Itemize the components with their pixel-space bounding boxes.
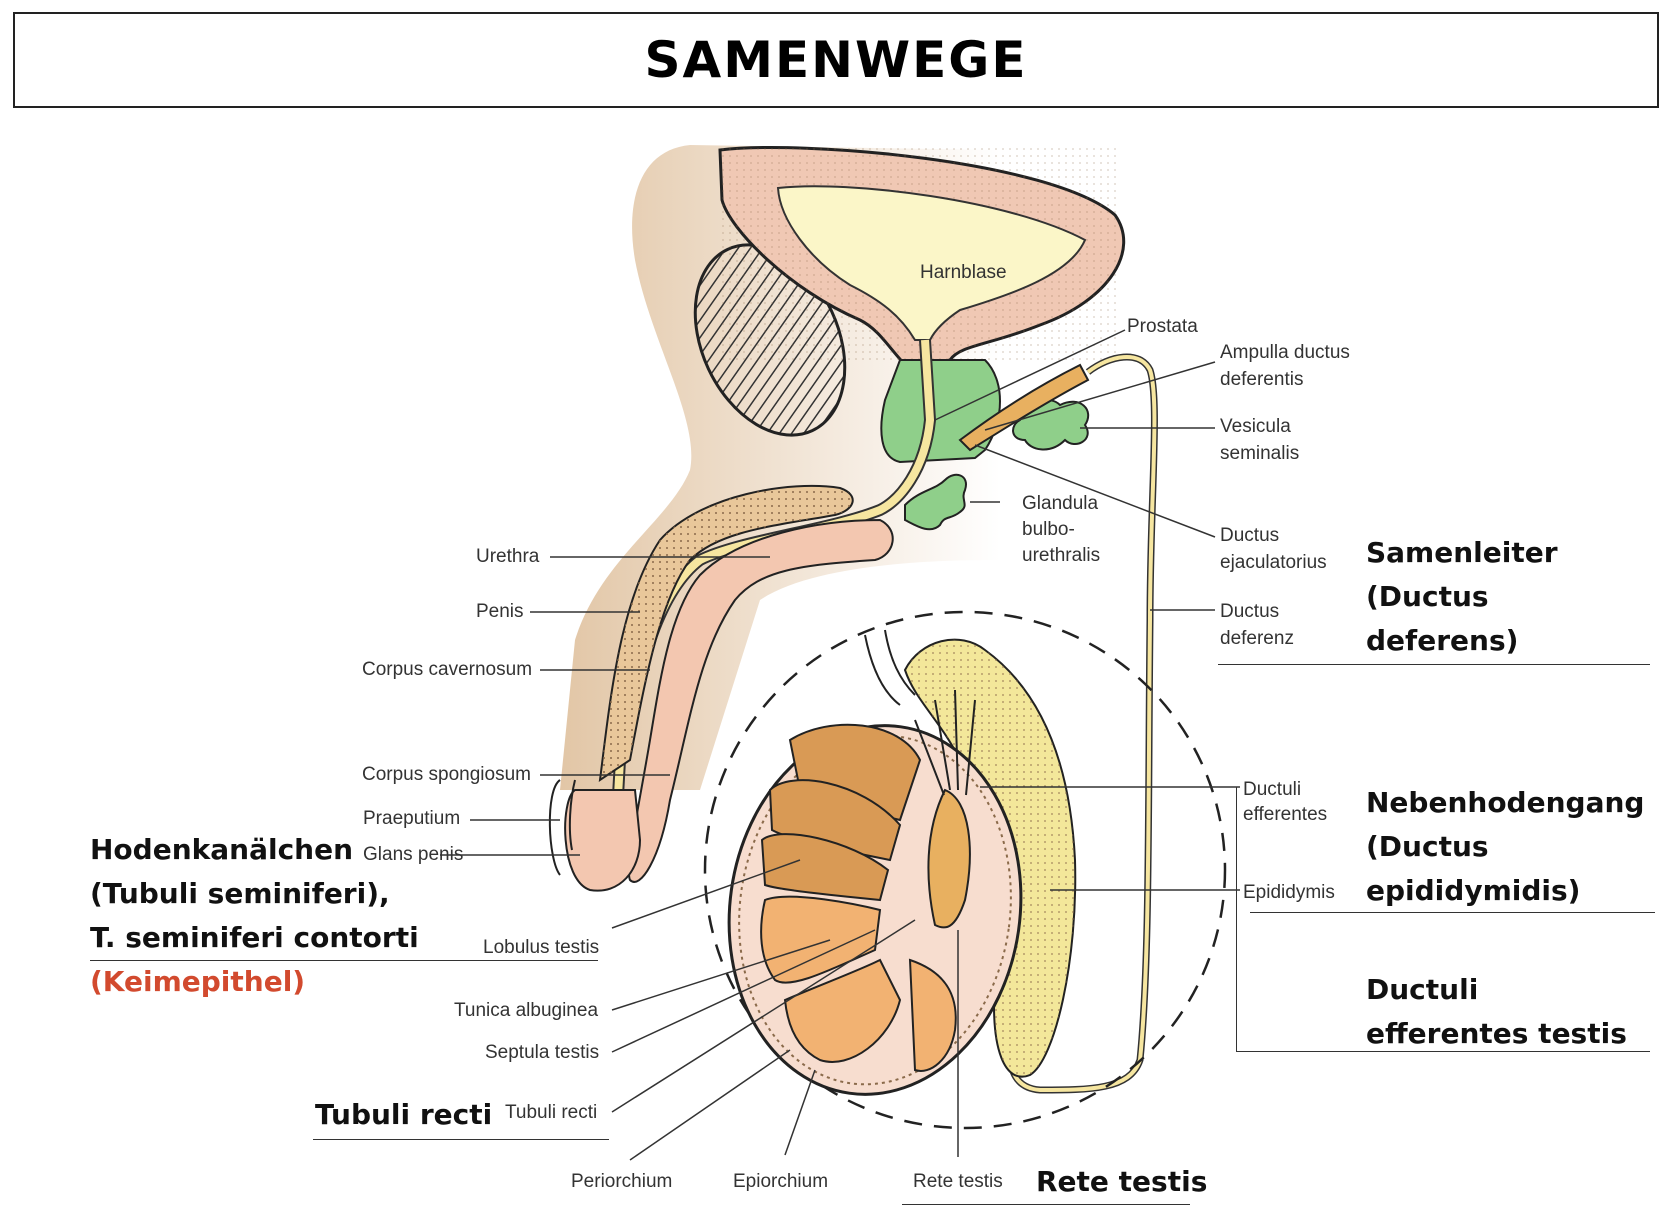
rete-testis-shape [927,788,971,929]
label-ductuli-2: efferentes [1243,804,1327,825]
annotation-nebenhodengang: Nebenhodengang (Ductus epididymidis) [1366,781,1644,913]
annotation-nebenhodengang-line-2: (Ductus [1366,830,1489,863]
label-glandula-3: urethralis [1022,545,1100,566]
label-tunica-albuginea: Tunica albuginea [454,1000,598,1021]
annotation-samenleiter: Samenleiter (Ductus deferens) [1366,531,1558,663]
label-ejac-2: ejaculatorius [1220,552,1327,573]
underline-samenleiter [1218,664,1650,665]
bladder-lumen [776,185,1087,341]
label-glans-penis: Glans penis [363,844,463,865]
label-ampulla-2: deferentis [1220,369,1303,390]
page-title: SAMENWEGE [644,31,1028,89]
annotation-samenleiter-line-2: (Ductus [1366,580,1489,613]
label-tubuli-recti: Tubuli recti [505,1102,597,1123]
label-deferenz-2: deferenz [1220,628,1294,649]
glans-penis [564,789,642,892]
label-glandula-2: bulbo- [1022,519,1075,540]
label-epiorchium: Epiorchium [733,1171,828,1192]
bracket-ductuli-vertical [1236,787,1237,1051]
underline-rete-testis [902,1204,1190,1205]
label-epididymis: Epididymis [1243,882,1335,903]
label-vesicula-1: Vesicula [1220,416,1291,437]
label-urethra: Urethra [476,546,540,567]
label-ductuli-1: Ductuli [1243,779,1301,800]
annotation-samenleiter-line-1: Samenleiter [1366,536,1558,569]
annotation-hodenkanaelchen-line-3: T. seminiferi contorti [90,921,419,954]
label-septula-testis: Septula testis [485,1042,599,1063]
annotation-hodenkanaelchen: Hodenkanälchen (Tubuli seminiferi), T. s… [90,828,419,1004]
label-lobulus-testis: Lobulus testis [483,937,599,958]
lobulus-mid-2 [760,833,890,902]
annotation-ductuli-efferentes: Ductuli efferentes testis [1366,968,1627,1056]
label-periorchium: Periorchium [571,1171,672,1192]
annotation-rete-testis: Rete testis [1036,1165,1208,1198]
spermatic-cord [864,629,916,706]
lobulus-lower-1 [760,895,882,984]
lobulus-lower-2 [783,958,902,1063]
label-ampulla-1: Ampulla ductus [1220,342,1350,363]
label-glandula-1: Glandula [1022,493,1098,514]
annotation-hodenkanaelchen-line-1: Hodenkanälchen [90,833,354,866]
prostate [880,359,1001,464]
label-praeputium: Praeputium [363,808,460,829]
lobulus-lower-3 [908,958,957,1072]
tunica-albuginea [738,734,1012,1086]
annotation-tubuli-recti: Tubuli recti [315,1098,493,1131]
figure-labels: Harnblase Prostata Ampulla ductus defere… [362,262,1350,1192]
annotation-hodenkanaelchen-line-2: (Tubuli seminiferi), [90,877,390,910]
annotation-keimepithel: (Keimepithel) [90,965,306,998]
label-prostata: Prostata [1127,316,1198,337]
label-ejac-1: Ductus [1220,525,1279,546]
annotation-ductuli-line-1: Ductuli [1366,973,1479,1006]
underline-hodenkanaelchen [90,960,598,961]
label-rete-testis: Rete testis [913,1171,1003,1192]
praeputium [548,779,576,876]
annotation-nebenhodengang-line-3: epididymidis) [1366,874,1581,907]
label-vesicula-2: seminalis [1220,443,1299,464]
annotation-ductuli-line-2: efferentes testis [1366,1017,1627,1050]
label-deferenz-1: Ductus [1220,601,1279,622]
label-corpus-cavernosum: Corpus cavernosum [362,659,532,680]
annotation-nebenhodengang-line-1: Nebenhodengang [1366,786,1645,819]
leader-lines [440,329,1240,1161]
underline-tubuli-recti [313,1139,609,1140]
underline-ductuli [1236,1051,1650,1052]
label-harnblase: Harnblase [920,262,1007,283]
ampulla [958,363,1090,452]
underline-nebenhodengang [1250,912,1655,913]
title-box: SAMENWEGE [13,12,1659,108]
scrotum-outline [703,610,1227,1130]
bulbourethral-gland [904,473,967,531]
corpus-spongiosum [628,518,894,883]
label-corpus-spongiosum: Corpus spongiosum [362,764,531,785]
ductuli-efferentes-strands [914,689,976,796]
label-penis: Penis [476,601,524,622]
annotation-samenleiter-line-3: deferens) [1366,624,1519,657]
